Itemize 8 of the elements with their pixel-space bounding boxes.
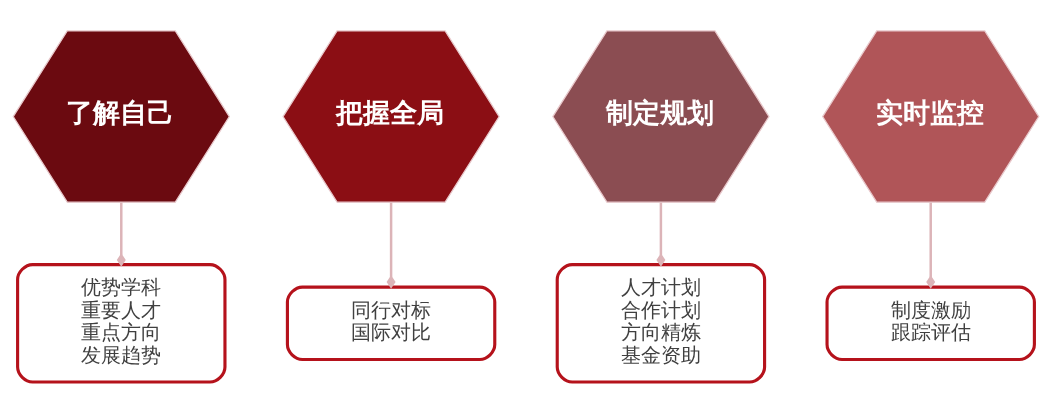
node-box: 人才计划 合作计划 方向精炼 基金资助 <box>555 262 767 384</box>
node-box: 制度激励 跟踪评估 <box>825 285 1036 361</box>
connector <box>656 202 666 267</box>
connector <box>116 202 126 267</box>
node-box: 同行对标 国际对比 <box>285 285 497 361</box>
connector <box>926 202 936 289</box>
node-box: 优势学科 重要人才 重点方向 发展趋势 <box>16 262 227 384</box>
connector <box>386 202 396 289</box>
